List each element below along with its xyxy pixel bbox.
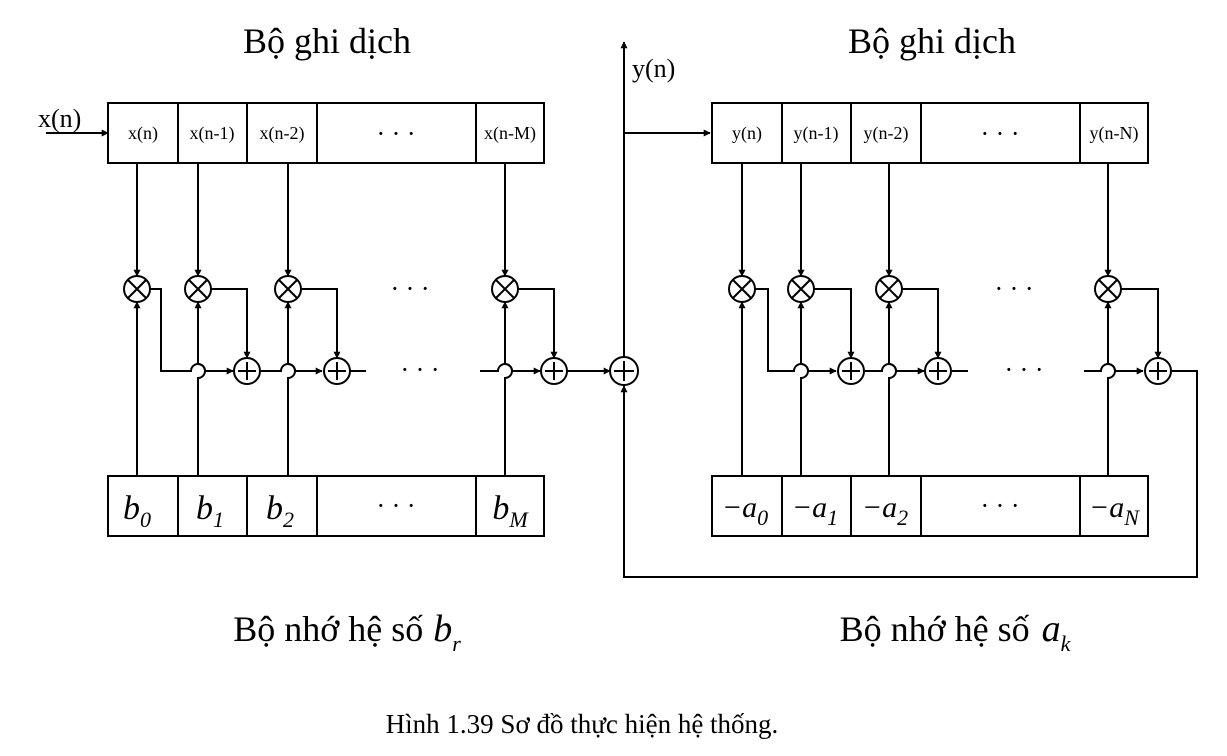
right-shift-cell-dots: · · · <box>981 119 1020 148</box>
multiplier-icon <box>728 275 756 303</box>
right-adder-dots: · · · <box>1005 355 1044 384</box>
left-shift-cell: x(n-2) <box>260 123 305 144</box>
coef-cell-a2: −a2 <box>862 491 908 530</box>
central-adder-icon <box>609 356 639 386</box>
left-shift-cell: x(n-1) <box>190 123 235 144</box>
adder-icon <box>233 357 261 385</box>
multiplier-icon <box>1094 275 1122 303</box>
left-coef-lines <box>133 301 513 476</box>
input-label: x(n) <box>38 104 81 133</box>
coef-cell-b0: b0 <box>123 490 151 532</box>
right-shift-register-title: Bộ ghi dịch <box>848 21 1016 61</box>
adder-icon <box>837 357 865 385</box>
coef-cell-b1: b1 <box>196 490 224 532</box>
feedback-path <box>620 370 1198 578</box>
left-taps <box>133 163 509 277</box>
right-shift-cell: y(n-1) <box>794 123 839 144</box>
adder-icon <box>1144 357 1172 385</box>
coef-cell-dots: · · · <box>981 491 1020 520</box>
right-product-lines <box>755 288 1162 375</box>
coef-cell-a1: −a1 <box>792 491 838 530</box>
right-taps <box>738 163 1112 277</box>
left-shift-register-title: Bộ ghi dịch <box>243 21 411 61</box>
multiplier-icon <box>491 275 519 303</box>
multiplier-icon <box>274 275 302 303</box>
left-multiplier-dots: · · · <box>391 274 430 303</box>
figure-caption: Hình 1.39 Sơ đồ thực hiện hệ thống. <box>386 709 779 739</box>
coef-cell-dots: · · · <box>377 491 416 520</box>
output-label: y(n) <box>632 54 675 83</box>
right-shift-cell: y(n) <box>732 123 762 144</box>
right-shift-register: y(n) y(n-1) y(n-2) · · · y(n-N) <box>711 102 1149 164</box>
left-adders <box>233 357 568 385</box>
left-coefficient-memory: b0 b1 b2 · · · bM <box>107 475 545 537</box>
right-multiplier-dots: · · · <box>995 274 1034 303</box>
coef-cell-aN: −aN <box>1089 491 1140 530</box>
coef-cell-b2: b2 <box>266 490 294 532</box>
adder-icon <box>540 357 568 385</box>
multiplier-icon <box>123 275 151 303</box>
left-shift-cell: x(n) <box>128 123 158 144</box>
right-coefficient-memory: −a0 −a1 −a2 · · · −aN <box>711 475 1149 537</box>
coef-cell-a0: −a0 <box>722 491 768 530</box>
right-shift-cell: y(n-N) <box>1090 123 1139 144</box>
left-shift-cell-dots: · · · <box>377 119 416 148</box>
multiplier-icon <box>787 275 815 303</box>
left-adder-dots: · · · <box>401 355 440 384</box>
multiplier-icon <box>875 275 903 303</box>
adder-icon <box>924 357 952 385</box>
left-product-lines <box>150 288 611 375</box>
left-shift-register: x(n) x(n-1) x(n-2) · · · x(n-M) <box>107 102 545 164</box>
coef-cell-bM: bM <box>492 490 529 532</box>
right-coef-lines <box>738 301 1116 476</box>
multiplier-icon <box>184 275 212 303</box>
right-shift-cell: y(n-2) <box>864 123 909 144</box>
left-shift-cell: x(n-M) <box>484 123 536 144</box>
adder-icon <box>323 357 351 385</box>
